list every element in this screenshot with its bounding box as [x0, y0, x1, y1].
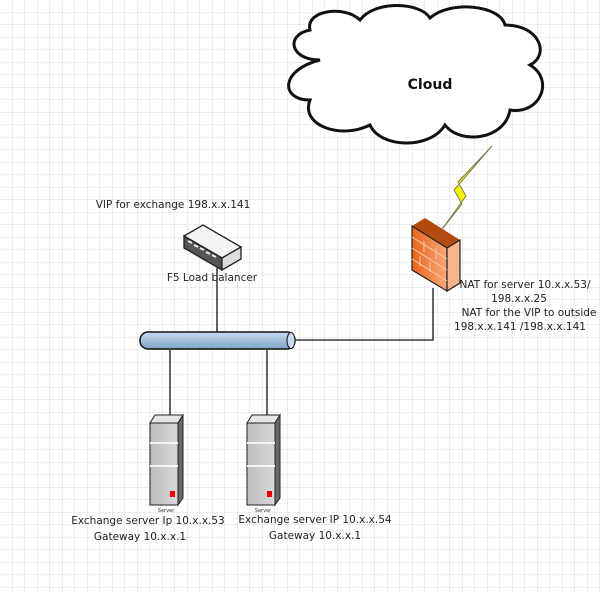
cloud-label: Cloud	[408, 77, 453, 93]
nat-line-3: NAT for the VIP to outside	[462, 307, 597, 319]
server-1-gateway: Gateway 10.x.x.1	[94, 531, 186, 543]
server-icon	[149, 413, 184, 507]
server-2-ip: Exchange server IP 10.x.x.54	[238, 514, 391, 526]
connection-lines	[169, 268, 434, 418]
firewall-icon	[411, 218, 461, 293]
nat-line-1: NAT for server 10.x.x.53/	[459, 279, 590, 291]
network-bus	[139, 331, 296, 350]
load-balancer-label: F5 Load balancer	[167, 272, 258, 284]
cloud-icon	[287, 4, 544, 145]
load-balancer-icon	[182, 224, 243, 272]
nat-line-2: 198.x.x.25	[491, 293, 547, 305]
server-1-ip: Exchange server Ip 10.x.x.53	[71, 515, 224, 527]
vip-label: VIP for exchange 198.x.x.141	[96, 199, 251, 211]
server-tag: Server	[255, 508, 272, 514]
server-icon	[246, 413, 281, 507]
server-tag: Server	[158, 508, 175, 514]
server-2-gateway: Gateway 10.x.x.1	[269, 530, 361, 542]
nat-line-4: 198.x.x.141 /198.x.x.141	[454, 321, 586, 333]
